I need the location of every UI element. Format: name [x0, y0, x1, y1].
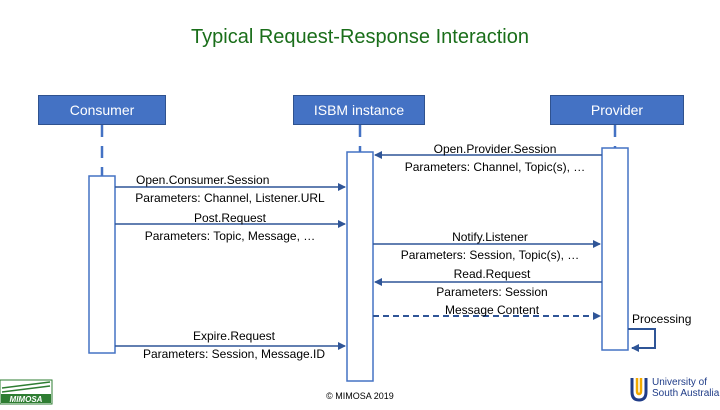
message-notify-listener: Notify.Listener Parameters: Session, Top… — [385, 228, 595, 264]
copyright-footer: © MIMOSA 2019 — [326, 391, 394, 401]
message-parameters: Parameters: Session, Topic(s), … — [400, 248, 580, 262]
unisa-line-1: University of — [652, 377, 708, 388]
message-name: Read.Request — [453, 267, 531, 281]
mimosa-logo: MIMOSA — [0, 378, 56, 405]
message-parameters: Parameters: Channel, Topic(s), … — [404, 160, 586, 174]
unisa-line-2: South Australia — [652, 388, 720, 399]
unisa-emblem-icon — [630, 378, 648, 402]
activation-consumer — [88, 175, 116, 354]
arrow-processing-loop — [628, 328, 656, 352]
message-open-consumer-session: Open.Consumer.Session Parameters: Channe… — [132, 171, 328, 207]
unisa-logo: University of South Australia — [628, 372, 720, 405]
message-name: Open.Provider.Session — [433, 142, 557, 156]
message-read-request: Read.Request Parameters: Session Message… — [388, 265, 596, 319]
message-name: Notify.Listener — [452, 230, 528, 244]
message-parameters: Parameters: Topic, Message, … — [144, 229, 316, 243]
message-expire-request: Expire.Request Parameters: Session, Mess… — [132, 327, 336, 363]
message-processing: Processing — [632, 312, 692, 326]
message-post-request: Post.Request Parameters: Topic, Message,… — [132, 209, 328, 245]
diagram-title: Typical Request-Response Interaction — [191, 26, 529, 48]
actor-provider: Provider — [550, 95, 684, 125]
message-name: Expire.Request — [192, 329, 276, 343]
message-parameters: Parameters: Channel, Listener.URL — [135, 191, 325, 205]
activation-provider — [601, 147, 629, 351]
message-parameters: Parameters: Session, Message.ID — [142, 347, 326, 361]
actor-isbm-instance: ISBM instance — [293, 95, 425, 125]
actor-consumer: Consumer — [38, 95, 166, 125]
message-name: Open.Consumer.Session — [136, 173, 270, 187]
message-response: Message Content — [444, 303, 540, 317]
message-name: Post.Request — [193, 211, 267, 225]
mimosa-logo-text: MIMOSA — [10, 395, 43, 404]
message-open-provider-session: Open.Provider.Session Parameters: Channe… — [392, 140, 598, 176]
message-parameters: Parameters: Session — [436, 285, 548, 299]
activation-isbm — [346, 151, 374, 382]
